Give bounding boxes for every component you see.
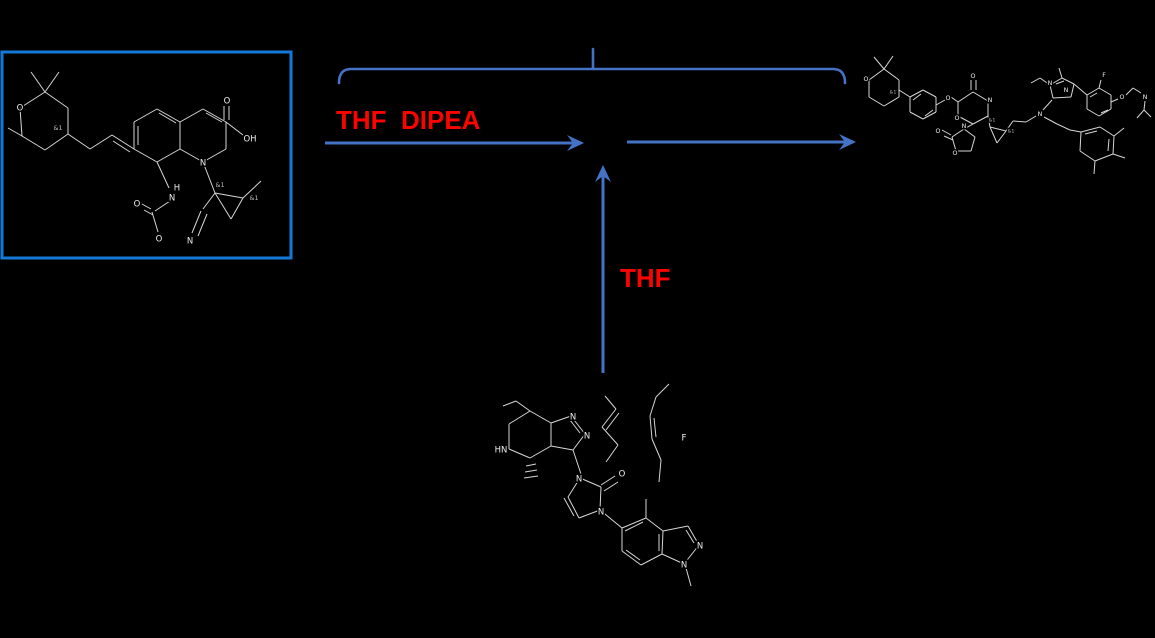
svg-text:N: N	[584, 432, 590, 442]
reaction-arrows	[325, 134, 856, 373]
svg-text:O: O	[864, 76, 869, 83]
svg-text:N: N	[1038, 111, 1043, 118]
svg-text:O: O	[17, 104, 24, 114]
svg-text:N: N	[697, 542, 703, 552]
svg-text:HN: HN	[495, 446, 508, 456]
svg-text:OH: OH	[243, 135, 256, 145]
svg-text:O: O	[971, 73, 976, 80]
svg-text:N: N	[1048, 80, 1053, 87]
svg-text:O: O	[1120, 94, 1125, 101]
svg-text:N: N	[681, 561, 687, 571]
svg-text:H: H	[174, 184, 180, 194]
combination-bracket-icon	[337, 47, 847, 85]
svg-text:N: N	[200, 159, 206, 169]
svg-text:O: O	[936, 128, 941, 135]
svg-text:N: N	[598, 508, 604, 518]
svg-text:N: N	[187, 237, 193, 247]
svg-text:&1: &1	[249, 194, 258, 202]
svg-text:O: O	[224, 97, 231, 107]
svg-text:O: O	[955, 115, 960, 122]
svg-text:N: N	[570, 413, 576, 423]
svg-text:O: O	[619, 470, 626, 480]
svg-text:O: O	[953, 150, 958, 157]
svg-text:&1: &1	[989, 118, 996, 124]
svg-text:N: N	[988, 97, 993, 104]
svg-text:F: F	[1102, 72, 1106, 79]
svg-text:&1: &1	[215, 181, 224, 189]
step2-solvent-label: THF	[620, 263, 671, 293]
svg-text:N: N	[576, 475, 582, 485]
step1-reagents-label: THF DIPEA	[336, 105, 481, 135]
reactant-box	[0, 50, 293, 260]
svg-text:O: O	[134, 200, 141, 210]
svg-text:&1: &1	[1008, 129, 1015, 135]
svg-text:N: N	[169, 194, 175, 204]
svg-text:O: O	[946, 95, 951, 102]
svg-text:F: F	[682, 434, 687, 444]
svg-text:N: N	[1064, 87, 1069, 94]
svg-text:N: N	[1143, 94, 1148, 101]
svg-text:&1: &1	[890, 90, 897, 96]
svg-text:N: N	[962, 123, 967, 130]
svg-text:&1: &1	[53, 124, 62, 132]
svg-text:O: O	[156, 235, 163, 245]
